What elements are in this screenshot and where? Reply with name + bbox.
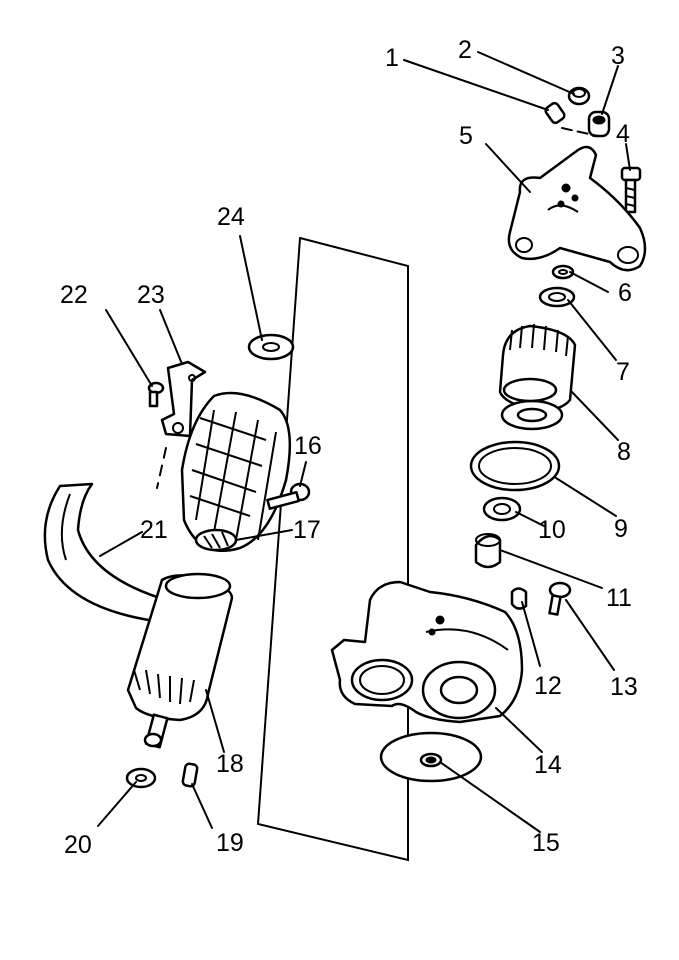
callout-19: 19 xyxy=(216,829,244,857)
part-8-drive-pinion xyxy=(498,323,577,431)
leader-lines xyxy=(97,51,631,833)
callout-15: 15 xyxy=(532,829,560,857)
callout-3: 3 xyxy=(611,42,625,70)
callout-13: 13 xyxy=(610,673,638,701)
part-18-armature xyxy=(126,572,234,749)
part-1-plunger-pin xyxy=(544,101,566,125)
assembly-line-22 xyxy=(156,447,167,489)
part-24-washer xyxy=(247,333,295,361)
part-14-drive-housing xyxy=(330,580,524,724)
callout-18: 18 xyxy=(216,750,244,778)
part-3-plunger xyxy=(587,110,611,138)
part-2-cap xyxy=(567,86,591,106)
assembly-line-3 xyxy=(561,127,599,137)
callout-9: 9 xyxy=(614,515,628,543)
part-brush-holder-assembly xyxy=(180,391,292,553)
callout-10: 10 xyxy=(538,516,566,544)
callout-1: 1 xyxy=(385,44,399,72)
callout-6: 6 xyxy=(618,279,632,307)
part-11-bushing xyxy=(474,533,502,569)
callout-5: 5 xyxy=(459,122,473,150)
part-6-washer xyxy=(551,264,575,280)
alignment-frame xyxy=(256,237,409,862)
callout-2: 2 xyxy=(458,36,472,64)
part-4-bolt xyxy=(620,166,642,214)
part-15-end-plate xyxy=(379,731,483,783)
callout-4: 4 xyxy=(616,120,630,148)
callout-12: 12 xyxy=(534,672,562,700)
callout-14: 14 xyxy=(534,751,562,779)
part-7-washer xyxy=(538,286,576,308)
callout-17: 17 xyxy=(293,516,321,544)
callout-21: 21 xyxy=(140,516,168,544)
callout-8: 8 xyxy=(617,438,631,466)
part-19-pin xyxy=(181,762,199,788)
part-5-shift-lever-housing xyxy=(507,145,647,272)
part-20-washer xyxy=(125,767,157,789)
callout-23: 23 xyxy=(137,281,165,309)
callout-20: 20 xyxy=(64,831,92,859)
callout-24: 24 xyxy=(217,203,245,231)
part-17-commutator xyxy=(194,528,238,552)
part-9-o-ring xyxy=(469,440,561,492)
part-13-screw xyxy=(548,581,572,616)
part-10-washer xyxy=(482,496,522,522)
callout-22: 22 xyxy=(60,281,88,309)
callout-7: 7 xyxy=(616,358,630,386)
callout-11: 11 xyxy=(606,584,632,612)
callout-16: 16 xyxy=(294,432,322,460)
part-22-screw xyxy=(147,381,165,408)
